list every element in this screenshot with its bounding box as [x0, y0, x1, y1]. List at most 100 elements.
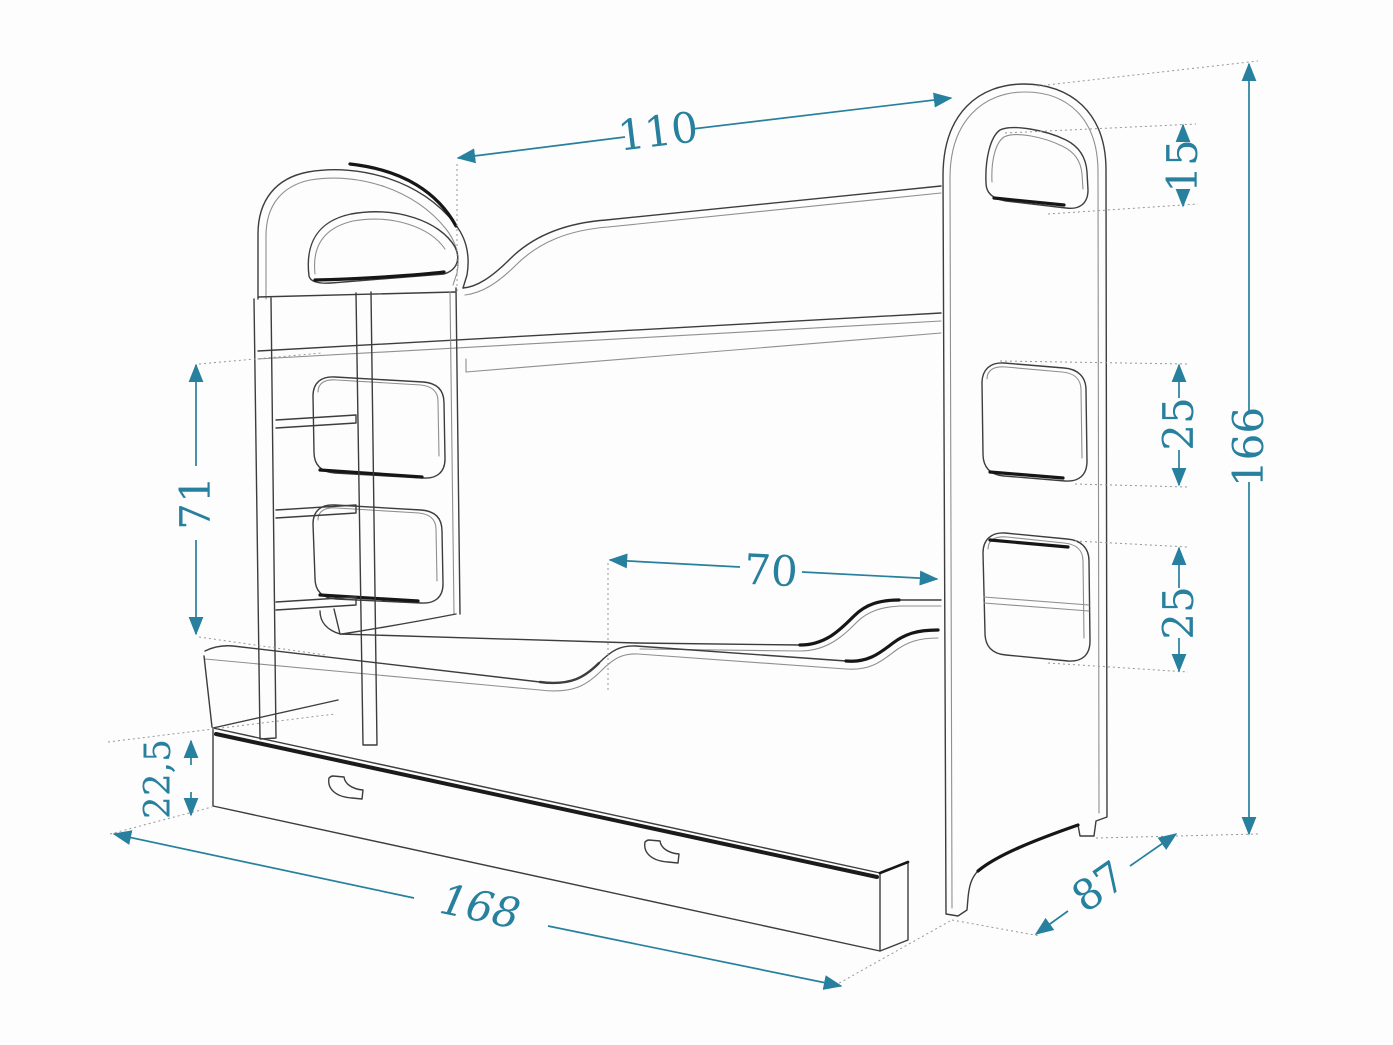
dim-ladder-panel-height: 71 [171, 363, 220, 636]
foot-cutout-bot [982, 532, 1091, 662]
dim-label-168: 168 [436, 874, 525, 939]
storage-drawer [212, 699, 910, 952]
ext-25a-bottom [1074, 483, 1189, 488]
dim-upper-bunk-length: 110 [456, 92, 953, 164]
panel-cutout-lower-inner [317, 507, 438, 582]
ext-87-left [951, 919, 1041, 937]
back-rail-accent [798, 598, 901, 647]
foot-cutout-bot-inner [987, 536, 1085, 639]
dim-label-166: 166 [1224, 407, 1273, 487]
dim-line [1129, 833, 1178, 867]
panel-bottom-edge [341, 613, 457, 635]
panel-cutout-upper-accent [318, 468, 424, 479]
foot-panel [942, 83, 1108, 917]
foot-panel-outline [942, 83, 1108, 917]
foot-panel-inner-edge [949, 91, 1100, 909]
dim-label-70: 70 [743, 545, 799, 597]
front-rail-accent-right [844, 628, 940, 663]
dim-label-110: 110 [615, 102, 701, 160]
platform-rail-2 [257, 320, 942, 360]
ladder-rung-3 [275, 596, 357, 611]
ext-15-top [1004, 123, 1197, 134]
dim-foot-panel-middle-cutout: 25 [1154, 363, 1203, 487]
front-rail-accent-mid [538, 661, 601, 685]
ext-25a-top [999, 360, 1189, 365]
dim-overall-length: 168 [112, 830, 843, 990]
lower-headboard-panel [312, 287, 461, 635]
guard-rail-top [462, 185, 942, 289]
ext-71-bottom [198, 636, 326, 656]
drawer-top-shadow [214, 732, 879, 879]
dim-label-87: 87 [1063, 851, 1135, 922]
dim-label-25b: 25 [1154, 586, 1203, 639]
drawer-handle [328, 775, 364, 800]
dim-line [608, 553, 741, 569]
rail-through-cutout [983, 596, 1090, 612]
back-rail-bottom [639, 605, 942, 652]
panel-cutout-lower-accent [318, 593, 420, 603]
dim-line [456, 136, 626, 164]
dim-lower-bunk-opening: 70 [608, 545, 939, 597]
dim-drawer-height: 22,5 [138, 739, 199, 819]
dimension-annotations: 110 15 166 25 25 71 [112, 62, 1273, 990]
platform-rail-1 [257, 312, 942, 352]
ladder-left-rail [253, 297, 277, 740]
frame-left-edge [203, 655, 213, 728]
ladder [253, 291, 378, 746]
ladder-rung-2 [275, 504, 357, 519]
arch-cutout-inner [313, 218, 446, 275]
panel-cutout-upper [312, 376, 446, 479]
ext-166-top [1037, 60, 1259, 87]
foot-cutout-bot-accent [988, 538, 1070, 549]
dim-label-22-5: 22,5 [138, 739, 179, 819]
dim-label-15: 15 [1158, 139, 1207, 192]
dim-foot-panel-top-cutout: 15 [1158, 123, 1207, 208]
panel-right-edge [455, 287, 461, 615]
dim-line [801, 570, 939, 586]
dim-label-25a: 25 [1154, 397, 1203, 450]
drawer-handle [644, 839, 680, 864]
dim-line [112, 830, 415, 899]
foot-cutout-top-accent [992, 196, 1066, 207]
drawer-front-face [212, 727, 881, 952]
foot-cutout-top-inner [991, 134, 1084, 190]
ext-22-top [107, 713, 336, 743]
panel-cutout-upper-inner [317, 379, 440, 457]
drawer-side-face [879, 861, 909, 952]
arch-cutout [307, 211, 459, 284]
ext-71-top [198, 352, 323, 365]
foot-cutout-mid-accent [988, 470, 1065, 480]
upper-headboard-arch [257, 162, 469, 300]
dim-overall-height: 166 [1224, 62, 1273, 836]
arch-cutout-accent [313, 270, 446, 282]
extension-lines [107, 60, 1259, 987]
platform-rail-3 [465, 332, 942, 373]
ladder-right-rail [355, 291, 378, 746]
front-rail-bottom [204, 637, 939, 692]
foot-panel-bottom-accent [976, 823, 1080, 873]
ext-25b-top [1074, 540, 1189, 548]
arch-outer [257, 169, 469, 300]
foot-cutout-mid [981, 362, 1088, 482]
panel-cutout-lower [312, 504, 444, 604]
dim-line [547, 925, 843, 990]
drawer-side-top-accent [878, 860, 910, 875]
mattress-corner [319, 608, 341, 635]
lower-bunk [203, 598, 942, 728]
dim-foot-panel-lower-cutout: 25 [1154, 546, 1203, 673]
arch-top-accent [348, 162, 458, 228]
ext-87-right [1095, 833, 1259, 839]
dim-label-71: 71 [171, 476, 220, 529]
panel-right-edge-inner [449, 291, 455, 615]
foot-cutout-mid-inner [986, 366, 1083, 459]
ext-168-right [833, 920, 951, 987]
mattress-front-edge [339, 633, 637, 644]
ext-15-bottom [1047, 203, 1199, 215]
dim-line [691, 92, 953, 130]
dim-overall-depth: 87 [1034, 833, 1178, 935]
dim-line [1034, 910, 1069, 935]
foot-cutout-top [985, 126, 1089, 210]
ext-25b-bottom [1047, 662, 1189, 673]
